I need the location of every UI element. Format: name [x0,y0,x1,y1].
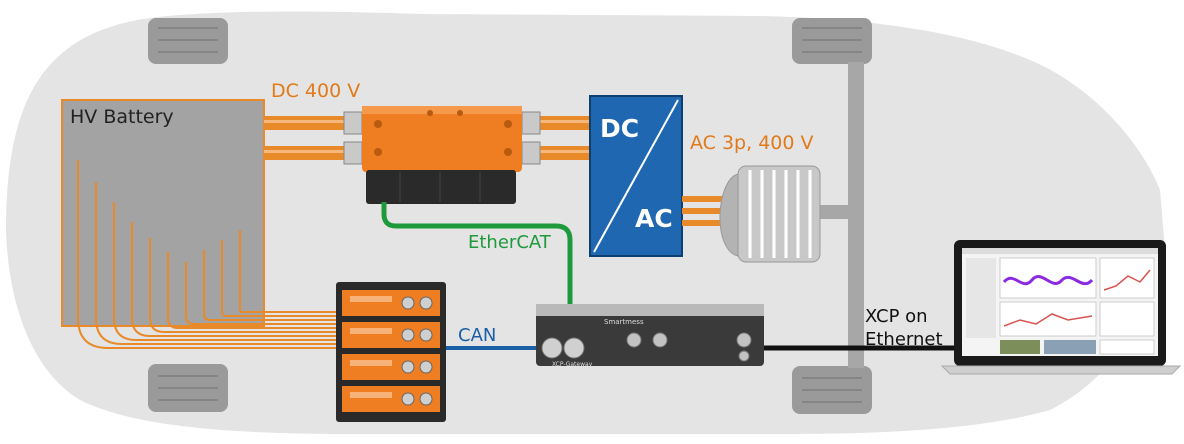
hv-measurement-module [343,106,541,204]
xcp-on-ethernet-label: XCP on Ethernet [865,305,955,351]
can-label: CAN [458,325,497,346]
ethercat-cable [381,202,573,312]
battery-sense-wires [77,160,336,349]
inverter [589,95,683,257]
xcp-label-line1: XCP on [865,306,928,327]
gateway-brand-text: Smartmess [604,318,644,326]
xcp-gateway [536,304,764,366]
hv-battery-label: HV Battery [70,106,174,128]
inverter-ac-label: AC [635,204,673,233]
dc-400v-label: DC 400 V [271,80,361,102]
drive-shaft [816,205,856,219]
ethercat-label: EtherCAT [468,232,551,253]
cell-voltage-module-stack [336,282,446,422]
xcp-label-line2: Ethernet [865,329,943,350]
electric-motor [719,165,821,263]
ac-3p-cables [682,196,738,226]
hv-battery [61,99,265,327]
ac-3p-400v-label: AC 3p, 400 V [690,132,814,154]
laptop [940,240,1182,375]
gateway-model-text: XCP-Gateway [552,361,593,368]
inverter-dc-label: DC [600,114,640,143]
hv-dc-cables [264,116,592,160]
